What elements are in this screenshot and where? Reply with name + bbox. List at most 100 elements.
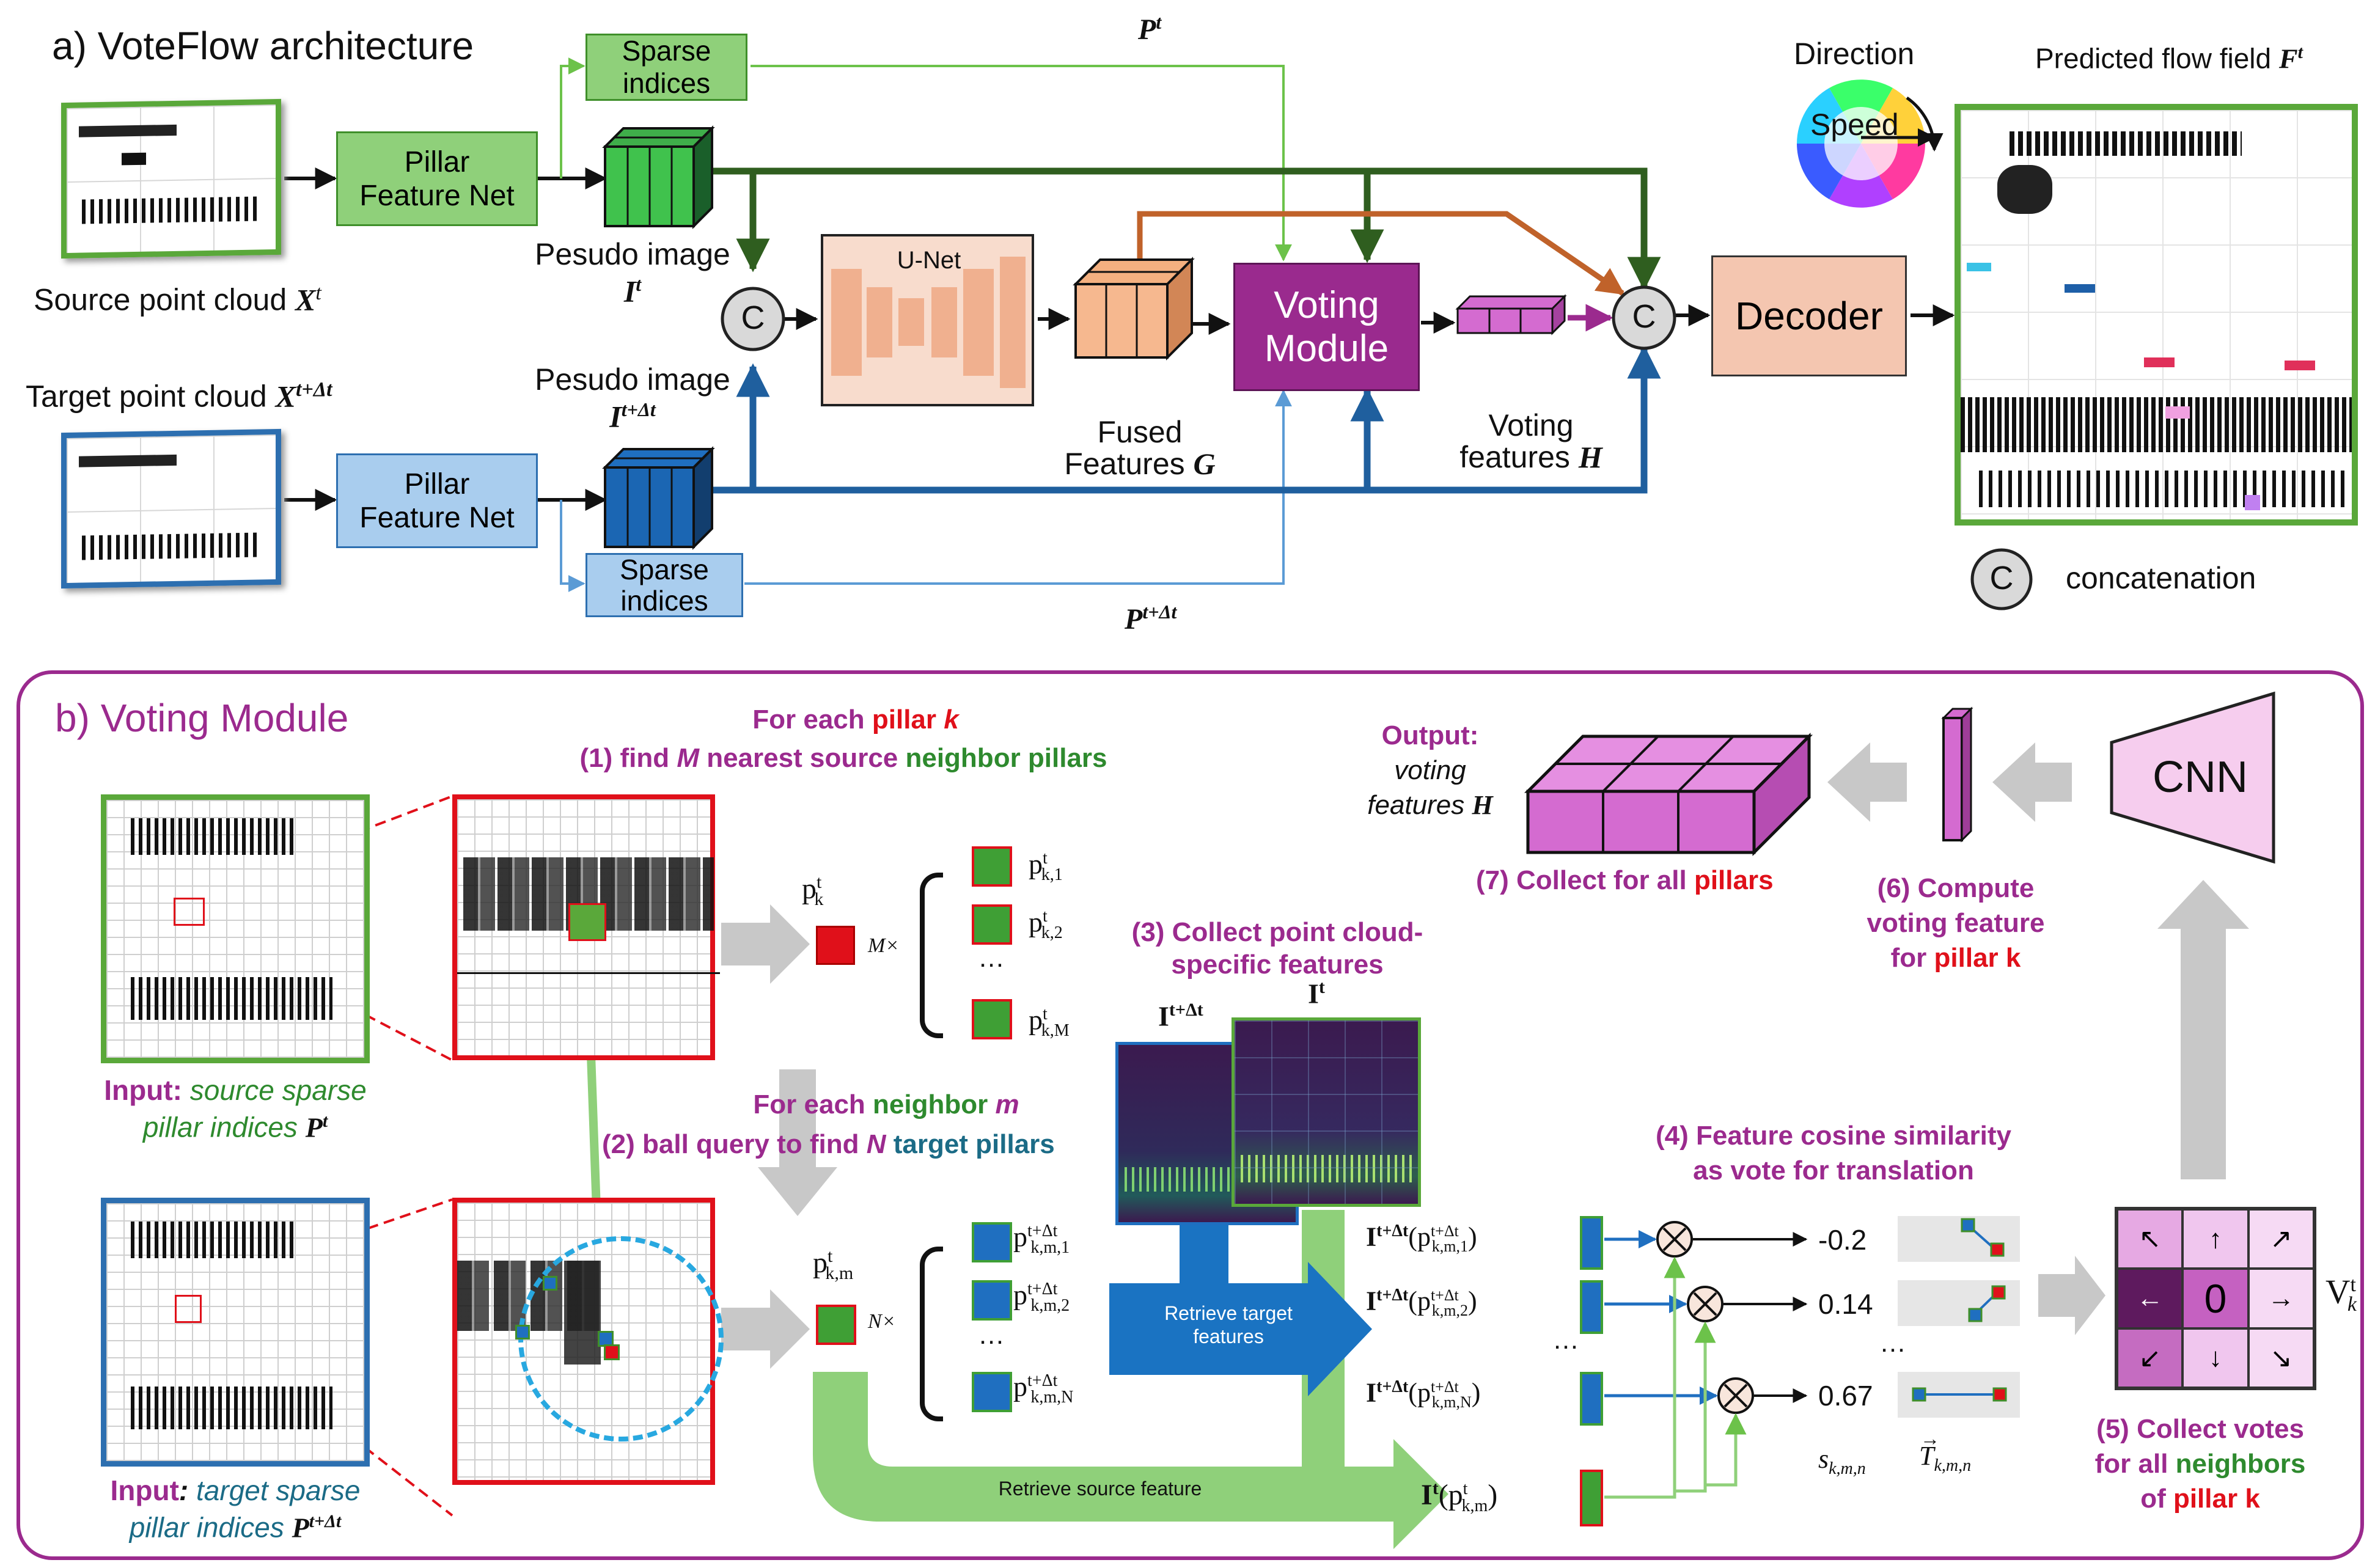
sparse-indices-top: Sparse indices (585, 34, 747, 101)
pseudo-top-sup: t (636, 273, 642, 295)
trans-tgt-3 (1912, 1387, 1926, 1402)
step5-b-prefix: for all (2094, 1449, 2176, 1479)
step6-c-line: for pillar k (1803, 940, 2109, 975)
voting-features-label: Voting features H (1430, 377, 1632, 474)
neighbor-src-label-2: ptk,2 (1029, 907, 1063, 942)
trans-tgt-2 (1968, 1308, 1983, 1322)
retrieve-source-arrow (813, 1372, 1448, 1549)
feature-bar-3 (1580, 1372, 1603, 1426)
neighbor-tgt-ellipsis: … (978, 1320, 1005, 1350)
pseudo-top-math: It (532, 274, 733, 307)
ntgt1-sub: k,m,1 (1030, 1237, 1070, 1257)
arrow-pseudo-top-main (712, 167, 1661, 291)
fep-k: k (944, 705, 959, 735)
neighbor-tgt-label-3: pt+Δtk,m,N (1013, 1372, 1073, 1406)
source-sup: t (315, 282, 321, 304)
arrow-pfn-to-sparse-bottom (560, 500, 585, 592)
nsrc2-sup: t (1043, 907, 1048, 926)
arrow-pfn-to-sparse-top (560, 57, 585, 178)
vote-cell-w: ← (2117, 1269, 2183, 1328)
nsrc2-p: p (1029, 906, 1043, 938)
score-sub: k,m,n (1829, 1459, 1866, 1478)
vote-cell-ne: ↗ (2248, 1209, 2314, 1269)
fen-m: m (995, 1090, 1019, 1119)
neighbor-tgt-square-3 (972, 1372, 1012, 1412)
flow-dots-1 (2010, 131, 2242, 156)
gray-arrow-1 (721, 904, 810, 984)
unet-bar-6 (1000, 257, 1026, 388)
direction-label: Direction (1794, 37, 1915, 71)
vf-symbol: H (1578, 440, 1602, 474)
trans-arrow: → (1920, 1427, 1940, 1449)
multiply-x-1 (1662, 1227, 1687, 1251)
fr2-I: I (1366, 1286, 1377, 1316)
cnn-label: CNN (2153, 753, 2248, 802)
unet-bar-5 (963, 269, 994, 376)
p-bottom-sup: t+Δt (1142, 601, 1177, 623)
scores-ellipsis: … (1879, 1328, 1906, 1358)
sf-arg-sup: t (1463, 1479, 1468, 1498)
pseudo-top-label: Pesudo image It (532, 238, 733, 307)
neighbor-src-ellipsis: … (978, 943, 1005, 973)
flow-blue-blob (2065, 284, 2095, 293)
neighbor-src-label-1: ptk,1 (1029, 849, 1063, 884)
multiply-x-3 (1723, 1383, 1748, 1408)
concat-circle-1 (721, 287, 785, 351)
unet-bar-3 (898, 298, 924, 346)
input-source-label: Input: source sparse pillar indices Pt (52, 1072, 419, 1146)
step5-heading: (5) Collect votes for all neighbors of p… (2047, 1412, 2353, 1517)
vote-cell-nw: ↖ (2117, 1209, 2183, 1269)
predicted-sup: t (2297, 42, 2303, 62)
step5-b-line: for all neighbors (2047, 1446, 2353, 1481)
step2-n: N (866, 1129, 886, 1159)
trans-src-1 (1990, 1242, 2005, 1257)
concat-legend-text: concatenation (2066, 561, 2256, 595)
src-sparse-dots-2 (131, 977, 332, 1020)
unet-label: U-Net (897, 247, 961, 274)
source-zoom-grid (452, 794, 720, 1060)
feature-row-1: It+Δt(pt+Δtk,m,1) (1366, 1222, 1477, 1256)
input-src-c: pillar indices (142, 1111, 306, 1143)
pkm-sub: k,m (825, 1262, 854, 1283)
pk-sup: t (817, 872, 822, 892)
fr2-arg-sup: t+Δt (1430, 1286, 1459, 1304)
fep-prefix: For each (752, 705, 872, 735)
sf-sup: t (1432, 1478, 1439, 1498)
input-src-b: source sparse (189, 1074, 367, 1106)
fr1-arg-sup: t+Δt (1430, 1222, 1459, 1240)
vote-cell-s: ↓ (2182, 1328, 2248, 1388)
fr1-arg-sub: k,m,1 (1431, 1237, 1469, 1256)
img-bot-sup: t+Δt (1169, 1000, 1203, 1020)
img-top-label: It (1308, 978, 1325, 1009)
pseudo-top-symbol: I (623, 274, 636, 309)
fused-symbol: G (1193, 447, 1216, 481)
voting-module-label: Voting Module (1264, 284, 1389, 370)
step5-c-prefix: of (2140, 1484, 2173, 1514)
for-each-neighbor-heading: For each neighbor m (672, 1090, 1100, 1119)
step2-prefix: (2) ball query to find (602, 1129, 867, 1159)
input-tgt-line2: pillar indices Pt+Δt (52, 1509, 419, 1546)
predicted-symbol: F (2278, 43, 2298, 75)
concat-c2-label: C (1632, 298, 1656, 335)
pseudo-top-text: Pesudo image (535, 237, 730, 271)
decoder-box: Decoder (1711, 255, 1907, 376)
vote-cell-e: → (2248, 1269, 2314, 1328)
nsrc1-sup: t (1043, 849, 1048, 868)
pillar-feature-bar-front (1942, 717, 1963, 841)
neighbor-src-square-2 (972, 904, 1012, 945)
ntgt2-p: p (1013, 1279, 1027, 1311)
source-sparse-image (101, 794, 370, 1063)
step2-heading: (2) ball query to find N target pillars (602, 1130, 1055, 1159)
src-pc-dots-2 (82, 196, 259, 224)
input-src-line2: pillar indices Pt (52, 1109, 419, 1146)
pseudo-bottom-math: It+Δt (532, 399, 733, 433)
step1-mid: nearest source (699, 743, 906, 773)
src-pc-dots-3 (122, 152, 146, 166)
feature-row-3: It+Δt(pt+Δtk,m,N) (1366, 1377, 1481, 1412)
fr3-arg-sup: t+Δt (1430, 1378, 1459, 1396)
tgt-zoom-cell-4 (604, 1344, 620, 1360)
step1-prefix: (1) find (579, 743, 677, 773)
feature-image-source (1232, 1017, 1421, 1207)
ntgt2-sub: k,m,2 (1030, 1295, 1070, 1315)
tgt-sparse-highlight (175, 1295, 202, 1323)
